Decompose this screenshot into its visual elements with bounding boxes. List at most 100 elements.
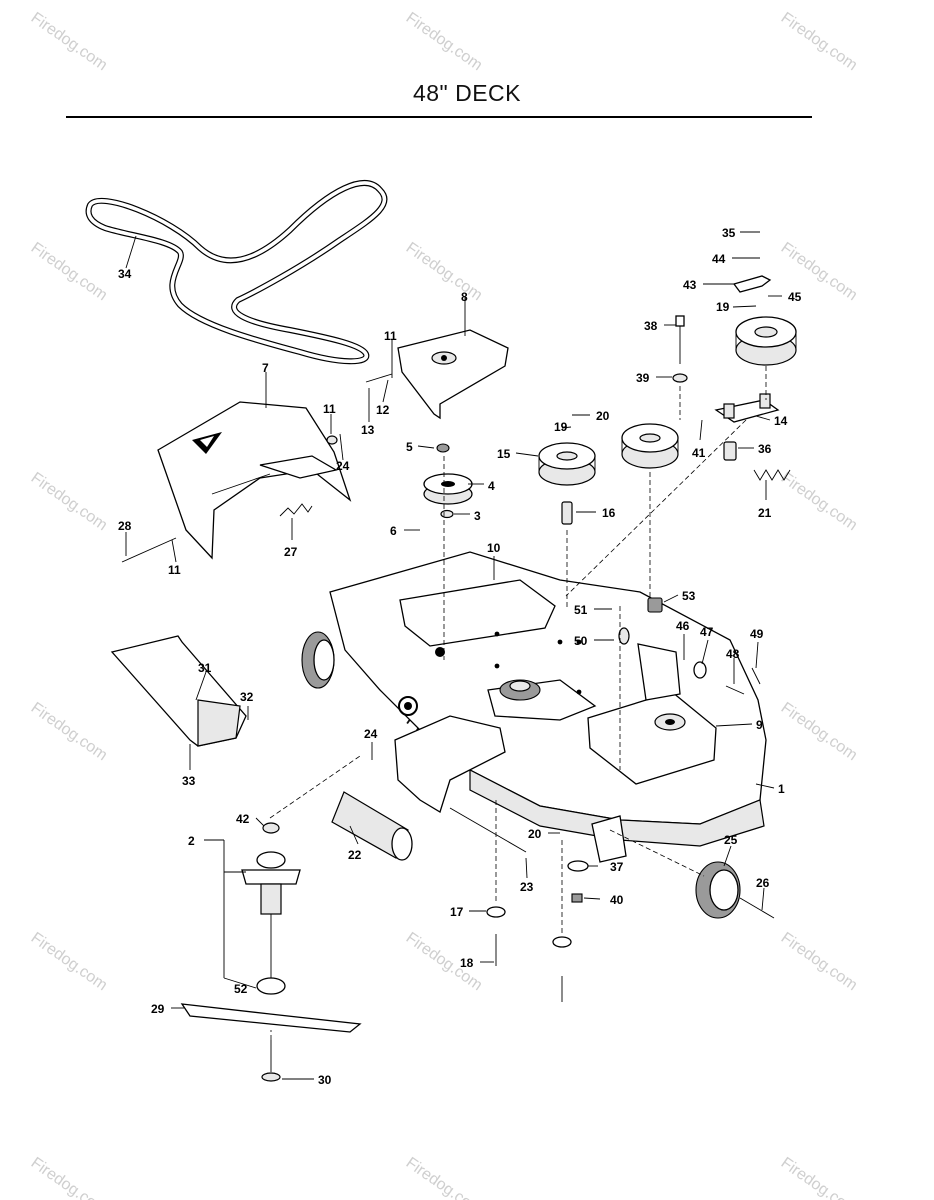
lower-right-parts — [618, 597, 761, 695]
bolt-lower — [552, 936, 572, 1002]
washer-37 — [567, 860, 589, 872]
bolt-30 — [261, 1040, 281, 1082]
washer-3 — [440, 509, 454, 519]
assembly-lines — [269, 366, 767, 1040]
callout-28: 28 — [118, 519, 132, 533]
belt-34 — [85, 180, 388, 365]
callout-44: 44 — [712, 252, 726, 266]
watermark-text: Firedog.com — [28, 1154, 111, 1200]
callout-53: 53 — [682, 589, 696, 603]
deflector-31 — [110, 635, 247, 747]
diagram-title: 48" DECK — [412, 80, 522, 106]
callout-30: 30 — [318, 1073, 332, 1087]
washer-11 — [326, 435, 338, 445]
spindle-assembly-2 — [241, 822, 301, 995]
callout-36: 36 — [758, 442, 772, 456]
callout-32: 32 — [240, 690, 254, 704]
callout-26: 26 — [756, 876, 770, 890]
callout-33: 33 — [182, 774, 196, 788]
callout-37: 37 — [610, 860, 624, 874]
callout-34: 34 — [118, 267, 132, 281]
spring-27 — [279, 503, 313, 517]
callout-21: 21 — [758, 506, 772, 520]
callout-17: 17 — [450, 905, 464, 919]
callout-3: 3 — [474, 509, 481, 523]
callout-35: 35 — [722, 226, 736, 240]
watermark-text: Firedog.com — [778, 1154, 861, 1200]
wheel-25 — [695, 861, 775, 919]
callout-11: 11 — [168, 563, 181, 577]
callout-4: 4 — [488, 479, 495, 493]
callout-39: 39 — [636, 371, 650, 385]
watermark-text: Firedog.com — [28, 239, 111, 304]
callout-20: 20 — [528, 827, 542, 841]
spacer-16 — [561, 501, 573, 525]
watermark-text: Firedog.com — [403, 9, 486, 74]
callout-27: 27 — [284, 545, 298, 559]
callout-5: 5 — [406, 440, 413, 454]
watermark-text: Firedog.com — [403, 239, 486, 304]
callout-labels: 34 8 7 11 11 11 12 13 24 24 28 27 5 4 3 … — [118, 226, 802, 1087]
blade-29 — [180, 1003, 362, 1033]
callout-31: 31 — [198, 661, 212, 675]
callout-45: 45 — [788, 290, 802, 304]
callout-51: 51 — [574, 603, 588, 617]
callout-20: 20 — [596, 409, 610, 423]
watermark-text: Firedog.com — [28, 699, 111, 764]
callout-6: 6 — [390, 524, 397, 538]
callout-19: 19 — [716, 300, 730, 314]
callout-52: 52 — [234, 982, 248, 996]
watermark-text: Firedog.com — [403, 1154, 486, 1200]
discharge-chute-7 — [157, 401, 352, 560]
callout-12: 12 — [376, 403, 390, 417]
washer-17 — [486, 906, 506, 918]
callout-23: 23 — [520, 880, 534, 894]
spring-21 — [753, 469, 791, 481]
callout-48: 48 — [726, 647, 740, 661]
idler-arm-14 — [714, 393, 780, 423]
callout-18: 18 — [460, 956, 474, 970]
idler-pulley — [621, 423, 679, 469]
mower-deck-1 — [301, 551, 767, 863]
watermark-text: Firedog.com — [28, 469, 111, 534]
belt-cover-8 — [397, 329, 509, 420]
pulley-15 — [538, 442, 596, 486]
bolt-23 — [449, 807, 527, 853]
callout-25: 25 — [724, 833, 738, 847]
callout-10: 10 — [487, 541, 501, 555]
callout-13: 13 — [361, 423, 375, 437]
callout-38: 38 — [644, 319, 658, 333]
callout-24: 24 — [336, 459, 350, 473]
callout-16: 16 — [602, 506, 616, 520]
callout-1: 1 — [778, 782, 785, 796]
bolt-13 — [365, 373, 393, 383]
watermark-text: Firedog.com — [778, 469, 861, 534]
callout-43: 43 — [683, 278, 697, 292]
callout-40: 40 — [610, 893, 624, 907]
callout-46: 46 — [676, 619, 690, 633]
callout-42: 42 — [236, 812, 250, 826]
leader-lines — [125, 231, 782, 1080]
nut-5 — [436, 443, 450, 453]
callout-24: 24 — [364, 727, 378, 741]
callout-50: 50 — [574, 634, 588, 648]
callout-47: 47 — [700, 625, 714, 639]
bolt-38 — [675, 315, 685, 364]
callout-19: 19 — [554, 420, 568, 434]
callout-11: 11 — [384, 329, 397, 343]
arm-43 — [732, 275, 772, 293]
watermark-text: Firedog.com — [778, 9, 861, 74]
callout-8: 8 — [461, 290, 468, 304]
washer-39 — [672, 373, 688, 383]
watermark-text: Firedog.com — [28, 9, 111, 74]
nut-40 — [571, 893, 583, 903]
title-rule — [66, 116, 812, 118]
callout-29: 29 — [151, 1002, 165, 1016]
callout-2: 2 — [188, 834, 195, 848]
callout-7: 7 — [262, 361, 269, 375]
callout-49: 49 — [750, 627, 764, 641]
callout-15: 15 — [497, 447, 511, 461]
callout-22: 22 — [348, 848, 362, 862]
